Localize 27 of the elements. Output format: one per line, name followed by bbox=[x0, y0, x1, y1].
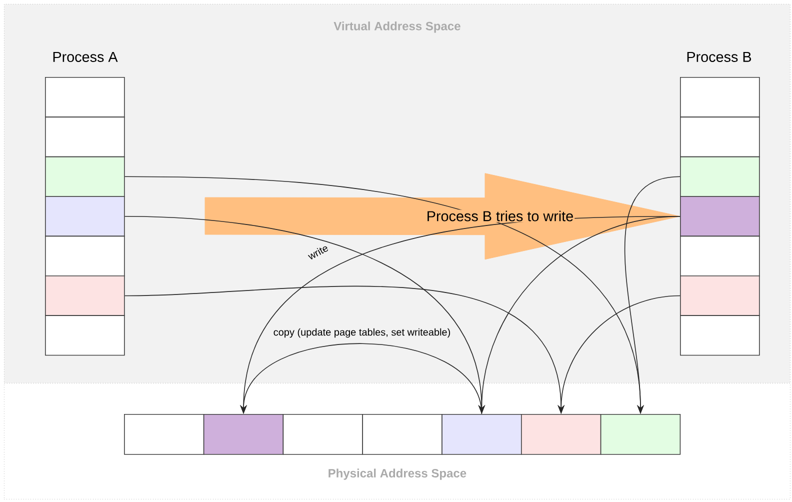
heading: Process B bbox=[687, 52, 752, 62]
edge-label: copy (update page tables, set writeable) bbox=[272, 327, 452, 339]
page-cell bbox=[45, 196, 125, 237]
page-cell bbox=[521, 414, 602, 455]
page-cell bbox=[680, 196, 760, 237]
edge-label: write bbox=[306, 242, 330, 262]
edge-label: Process B tries to write bbox=[425, 210, 575, 222]
page-cell bbox=[45, 236, 125, 276]
page-cell bbox=[680, 236, 760, 276]
page-cell bbox=[45, 156, 125, 197]
page-cell bbox=[124, 414, 204, 455]
page-cell bbox=[442, 414, 522, 455]
page-cell bbox=[680, 315, 760, 356]
page-cell bbox=[45, 116, 125, 158]
page-cell bbox=[45, 77, 125, 118]
page-cell bbox=[362, 414, 442, 455]
page-cell bbox=[45, 276, 125, 316]
big-arrow bbox=[204, 173, 680, 260]
page-cell bbox=[203, 414, 284, 455]
page-cell bbox=[45, 315, 125, 356]
page-cell bbox=[680, 77, 760, 118]
page-cell bbox=[282, 414, 363, 455]
page-cell bbox=[680, 116, 760, 158]
heading: Process A bbox=[53, 52, 118, 62]
page-cell bbox=[680, 156, 760, 197]
page-cell bbox=[600, 414, 681, 455]
page-cell bbox=[680, 276, 760, 316]
